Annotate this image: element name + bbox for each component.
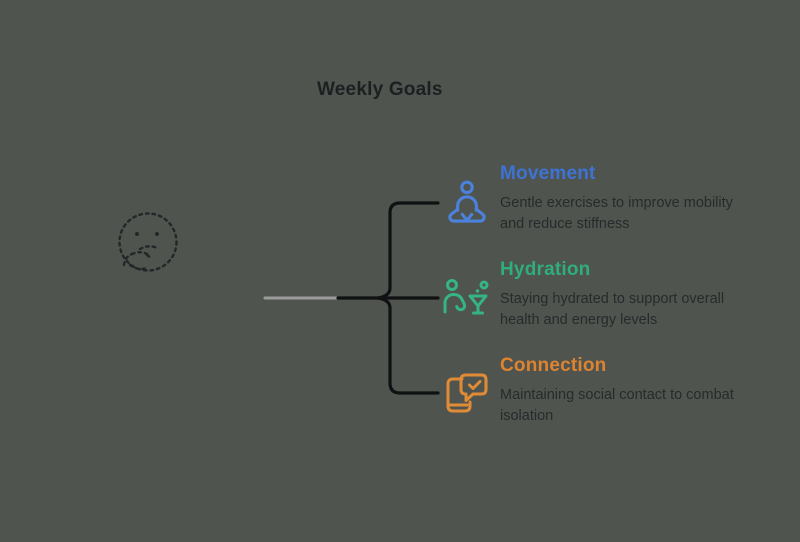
branch-hydration-description: Staying hydrated to support overall heal… [500,291,725,328]
branch-movement-description: Gentle exercises to improve mobility and… [500,195,733,232]
phone-chat-check-icon [446,373,488,413]
thinking-face-icon [118,212,178,272]
person-with-drink-icon [443,279,489,315]
branch-hydration-label: Hydration [500,259,591,280]
link-brace [377,201,440,395]
branch-connection-description: Maintaining social contact to combat iso… [500,387,734,424]
page-title: Weekly Goals [317,79,443,100]
meditation-person-icon [448,180,486,223]
branch-connection-label: Connection [500,355,607,376]
branch-movement-label: Movement [500,163,596,184]
branch-connector-lines [263,201,440,395]
